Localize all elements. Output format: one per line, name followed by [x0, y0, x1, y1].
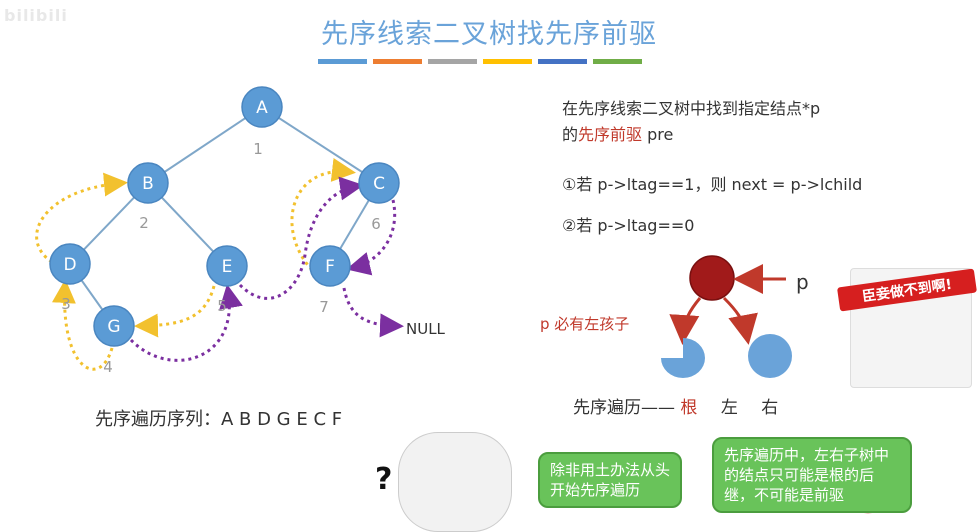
rule-2: ②若 p->ltag==0: [562, 216, 695, 235]
description-accent: 先序前驱: [578, 125, 643, 144]
tree-edges: [69, 106, 380, 327]
description-suffix: pre: [642, 125, 674, 144]
root-children-diagram: [661, 255, 792, 378]
bilibili-watermark: bilibili: [4, 6, 68, 25]
color-bars: [318, 59, 642, 64]
tree-nodes: A 1 B 2 C 6 D 3 E 5 F 7 G: [49, 86, 400, 376]
node-order: 7: [319, 298, 329, 316]
node-label: G: [107, 317, 120, 337]
predecessor-threads: [35, 158, 356, 371]
successor-threads: [129, 176, 404, 362]
panda-meme: [398, 432, 512, 532]
node-order: 3: [61, 295, 71, 313]
thread-f-to-c: [290, 158, 356, 272]
node-label: F: [325, 257, 335, 277]
color-bar: [593, 59, 642, 64]
right-child-node: [748, 334, 792, 378]
node-label: D: [63, 255, 76, 275]
node-order: 4: [103, 358, 113, 376]
p-label: p: [796, 270, 809, 294]
meme-note: 除非用土办法从头开始先序遍历: [538, 452, 682, 508]
page-title: 先序线索二叉树找先序前驱: [321, 19, 657, 50]
tree-node-d: D 3: [49, 243, 91, 313]
must-have-left-label: p 必有左孩子: [540, 315, 630, 333]
node-label: A: [256, 98, 268, 118]
thread-f-to-null: [342, 287, 404, 338]
thread-g-to-d: [51, 279, 114, 371]
tree-node-g: G 4: [93, 305, 135, 376]
null-label: NULL: [406, 320, 445, 338]
tree-node-b: B 2: [127, 162, 169, 232]
color-bar: [373, 59, 422, 64]
node-label: E: [222, 257, 233, 277]
node-order: 5: [217, 297, 227, 315]
thread-e-to-g: [134, 285, 216, 338]
node-order: 6: [371, 215, 381, 233]
explain-note: 先序遍历中，左右子树中的结点只可能是根的后继，不可能是前驱: [712, 437, 912, 513]
tree-node-e: E 5: [206, 245, 248, 315]
preorder-root: 根: [680, 398, 698, 418]
rule-1: ①若 p->ltag==1，则 next = p->lchild: [562, 175, 863, 194]
traversal-sequence: 先序遍历序列：A B D G E C F: [95, 409, 343, 430]
description-line2: 的先序前驱 pre: [562, 122, 673, 148]
node-label: B: [142, 174, 154, 194]
preorder-prefix: 先序遍历——: [573, 398, 681, 418]
description-line1: 在先序线索二叉树中找到指定结点*p: [562, 99, 821, 118]
left-child-node: [661, 338, 705, 378]
thread-d-to-b: [35, 172, 128, 264]
color-bar: [428, 59, 477, 64]
preorder-right: 右: [761, 398, 779, 418]
tree-node-f: F 7: [309, 245, 351, 316]
thread-e-to-c: [238, 176, 364, 300]
root-node: [689, 255, 735, 301]
edge-a-b: [147, 106, 263, 184]
color-bar: [318, 59, 367, 64]
edge-a-c: [261, 106, 380, 184]
question-mark: ?: [375, 462, 393, 497]
tree-node-c: C 6: [358, 162, 400, 233]
right-child-arrow: [722, 296, 758, 345]
node-order: 2: [139, 214, 149, 232]
node-label: C: [373, 174, 385, 194]
node-order: 1: [253, 140, 263, 158]
color-bar: [538, 59, 587, 64]
tree-node-a: A 1: [241, 86, 283, 158]
thread-g-to-e: [129, 284, 243, 362]
left-child-arrow: [669, 297, 702, 345]
thread-c-to-f: [346, 199, 397, 276]
color-bar: [483, 59, 532, 64]
preorder-left: 左: [720, 398, 738, 418]
preorder-rule: 先序遍历—— 根 左 右: [573, 393, 778, 418]
description-prefix: 的: [562, 125, 579, 144]
